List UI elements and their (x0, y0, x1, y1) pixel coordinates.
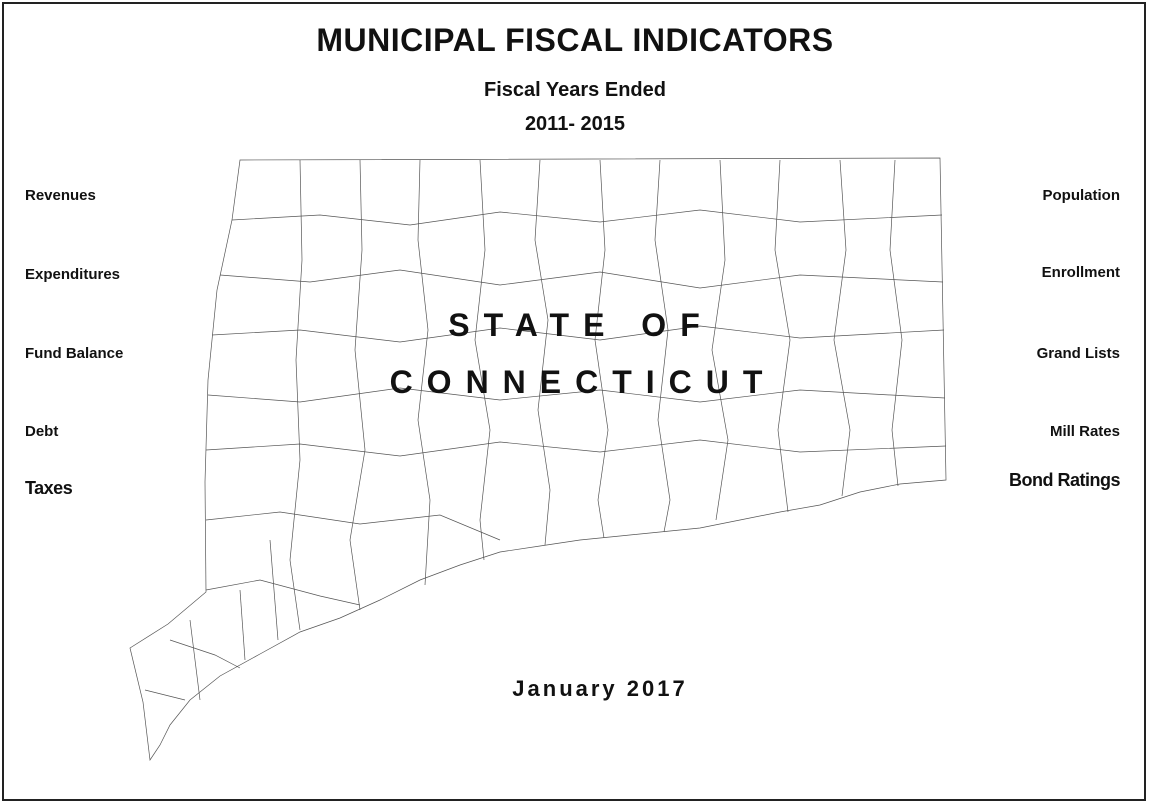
topic-revenues: Revenues (25, 187, 96, 204)
state-name-line-1: STATE OF (448, 307, 714, 343)
topic-enrollment: Enrollment (1041, 264, 1120, 281)
page-subtitle: Fiscal Years Ended (484, 79, 666, 101)
fiscal-years: 2011- 2015 (524, 113, 626, 135)
topic-debt: Debt (25, 423, 59, 440)
topic-grand-lists: Grand Lists (1036, 345, 1120, 362)
topic-taxes: Taxes (25, 478, 73, 498)
page-title: MUNICIPAL FISCAL INDICATORS (316, 22, 834, 58)
topic-mill-rates: Mill Rates (1049, 423, 1120, 440)
topic-bond-ratings: Bond Ratings (1009, 470, 1121, 490)
topic-expenditures: Expenditures (25, 266, 121, 283)
publication-date: January 2017 (512, 676, 688, 701)
topic-population: Population (1042, 187, 1121, 204)
state-outline (129, 157, 947, 761)
state-name-line-2: CONNECTICUT (389, 364, 777, 400)
topic-fund-balance: Fund Balance (25, 345, 124, 362)
